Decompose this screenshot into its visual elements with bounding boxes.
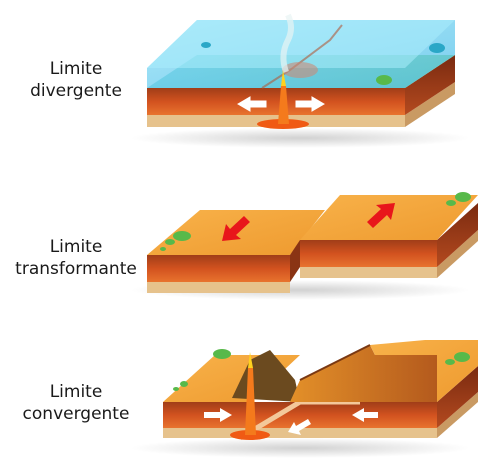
label-transform-line1: Limite <box>49 237 103 257</box>
converge-arrow-right <box>204 408 232 422</box>
label-convergent-line2: convergente <box>22 404 130 424</box>
transform-arrow-up-right <box>367 203 395 228</box>
label-convergent-line1: Limite <box>49 382 103 402</box>
vegetation-icon <box>213 349 231 359</box>
label-divergent-line1: Limite <box>49 59 103 79</box>
convergent-crust-front <box>163 402 437 428</box>
label-divergent-boundary: Limite divergente <box>6 58 146 102</box>
transform-block <box>130 192 478 300</box>
transform-arrow-down-left <box>222 216 250 241</box>
convergent-right-slope <box>290 345 437 402</box>
vegetation-icon <box>173 231 191 241</box>
transform-right-crust <box>300 240 437 267</box>
diverge-arrow-right <box>295 96 325 112</box>
transform-left-crust <box>147 255 290 282</box>
diverge-arrow-left <box>237 96 267 112</box>
convergent-block <box>130 340 478 458</box>
divergent-crust-side <box>405 55 455 115</box>
steam-plume <box>280 13 294 73</box>
subduction-arrow <box>288 419 311 435</box>
divergent-block <box>130 13 470 148</box>
label-convergent-boundary: Limite convergente <box>6 381 146 425</box>
label-transform-line2: transformante <box>15 259 137 279</box>
label-transform-boundary: Limite transformante <box>6 236 146 280</box>
label-divergent-line2: divergente <box>30 81 122 101</box>
converge-arrow-left <box>352 408 378 422</box>
vegetation-icon <box>376 75 392 85</box>
divergent-crust-front <box>147 88 405 115</box>
